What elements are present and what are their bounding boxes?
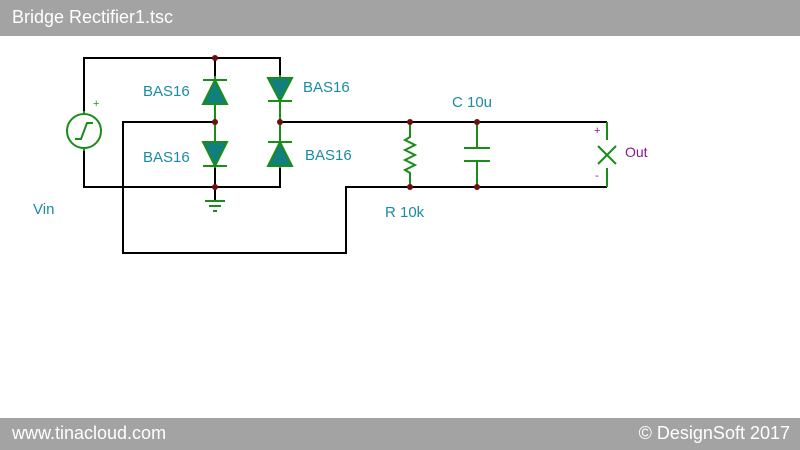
diode-d3[interactable] [201, 122, 229, 169]
label-d1: BAS16 [143, 83, 190, 100]
label-d3: BAS16 [143, 149, 190, 166]
voltage-source[interactable] [66, 111, 102, 151]
output-minus: - [595, 170, 599, 182]
label-resistor: R 10k [385, 204, 425, 221]
footer-bar: www.tinacloud.com © DesignSoft 2017 [0, 418, 800, 450]
diode-d4[interactable] [266, 122, 294, 168]
node-c-top [474, 119, 480, 125]
resistor[interactable] [402, 122, 418, 187]
label-output: Out [625, 144, 648, 160]
wires [83, 57, 607, 254]
wire-top [83, 57, 281, 111]
junctions [212, 55, 480, 190]
label-source: Vin [33, 201, 54, 218]
output-probe[interactable] [597, 122, 617, 187]
wire-bottom [83, 151, 281, 188]
window-title: Bridge Rectifier1.tsc [12, 7, 174, 27]
label-capacitor: C 10u [452, 94, 492, 111]
diode-d1[interactable] [201, 76, 229, 122]
title-bar: Bridge Rectifier1.tsc [0, 0, 800, 36]
capacitor[interactable] [464, 122, 490, 187]
label-d4: BAS16 [305, 147, 352, 164]
node-d2-d4 [277, 119, 283, 125]
node-d3-gnd [212, 184, 218, 190]
diode-d2[interactable] [266, 75, 294, 122]
node-c-bot [474, 184, 480, 190]
footer-copyright: © DesignSoft 2017 [638, 423, 790, 443]
node-top [212, 55, 218, 61]
wire-return [122, 121, 607, 254]
footer-url[interactable]: www.tinacloud.com [12, 423, 167, 443]
output-plus: + [594, 125, 600, 137]
node-r-top [407, 119, 413, 125]
label-d2: BAS16 [303, 79, 350, 96]
ground-icon [205, 200, 225, 212]
source-plus: + [93, 98, 99, 110]
node-d1-d3 [212, 119, 218, 125]
node-r-bot [407, 184, 413, 190]
step-waveform-icon [75, 122, 93, 140]
